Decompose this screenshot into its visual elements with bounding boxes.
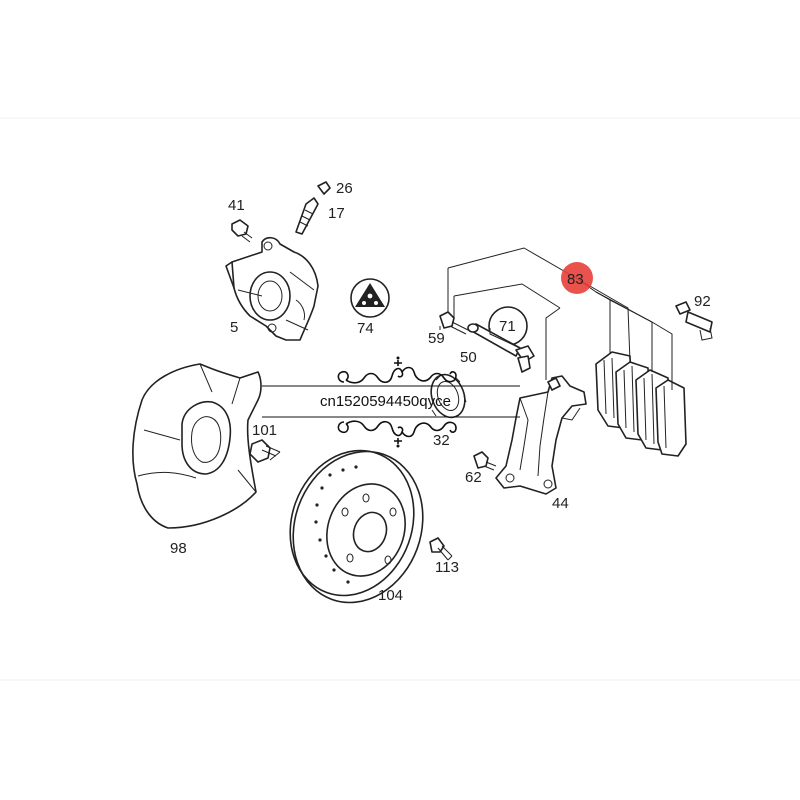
screw-113[interactable] bbox=[429, 537, 453, 561]
caliper-5[interactable] bbox=[225, 236, 319, 341]
label-92: 92 bbox=[694, 293, 711, 310]
label-83[interactable]: 83 bbox=[567, 271, 584, 288]
label-98: 98 bbox=[170, 540, 187, 557]
brake-pads-83[interactable] bbox=[595, 351, 687, 457]
bleed-screw-17[interactable] bbox=[295, 197, 319, 235]
bolt-101[interactable] bbox=[249, 439, 281, 463]
cap-26[interactable] bbox=[317, 181, 331, 195]
label-59: 59 bbox=[428, 330, 445, 347]
bolt-62[interactable] bbox=[473, 451, 497, 471]
label-71: 71 bbox=[499, 318, 516, 335]
label-101: 101 bbox=[252, 422, 277, 439]
triangle-symbol-74 bbox=[350, 278, 390, 318]
label-26: 26 bbox=[336, 180, 353, 197]
leader-lines bbox=[439, 247, 673, 390]
label-41: 41 bbox=[228, 197, 245, 214]
label-32: 32 bbox=[433, 432, 450, 449]
label-113: 113 bbox=[435, 559, 459, 576]
label-50: 50 bbox=[460, 349, 477, 366]
wear-sensor-92[interactable] bbox=[675, 301, 713, 341]
callout-labels: 26 41 17 83 92 5 74 71 59 50 101 32 62 4… bbox=[170, 180, 711, 604]
watermark-ornament-bottom bbox=[337, 420, 457, 448]
watermark: cn1520594450qyce bbox=[262, 356, 520, 448]
label-17: 17 bbox=[328, 205, 345, 222]
label-62: 62 bbox=[465, 469, 482, 486]
label-104: 104 bbox=[378, 587, 403, 604]
brake-disc-104[interactable] bbox=[270, 433, 443, 621]
label-44: 44 bbox=[552, 495, 569, 512]
bolt-41[interactable] bbox=[231, 219, 253, 243]
caliper-carrier-44[interactable] bbox=[495, 375, 587, 495]
label-74: 74 bbox=[357, 320, 374, 337]
watermark-text: cn1520594450qyce bbox=[320, 393, 451, 410]
label-5: 5 bbox=[230, 319, 238, 336]
guide-bolt-59[interactable] bbox=[439, 311, 469, 335]
watermark-ornament-top bbox=[337, 356, 457, 384]
highlight-83 bbox=[561, 262, 593, 294]
dust-shield-98[interactable] bbox=[132, 363, 262, 529]
